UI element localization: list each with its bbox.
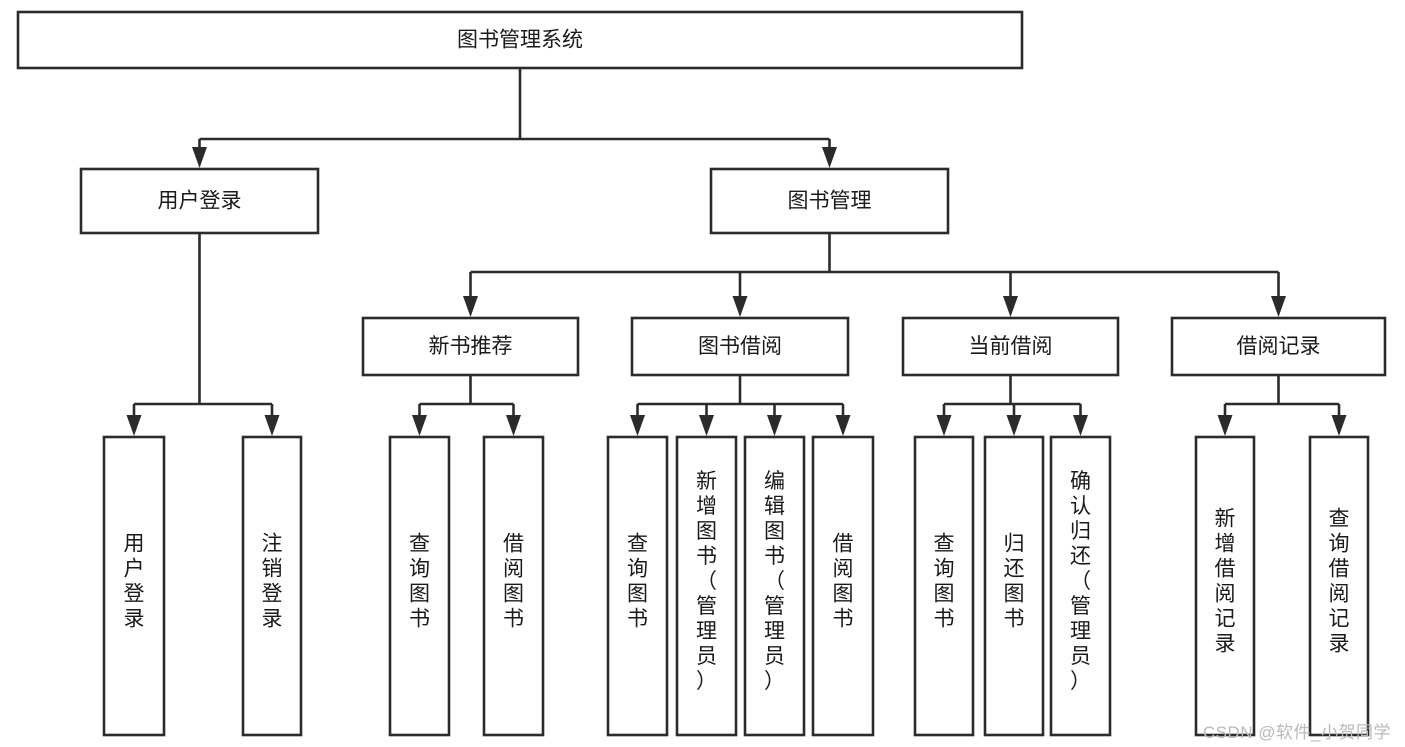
arrow-head-icon: [1217, 415, 1233, 436]
edges-layer: [126, 68, 1347, 436]
node-label: 图书管理系统: [457, 29, 583, 52]
arrow-head-icon: [732, 296, 748, 317]
node-box[interactable]: [675, 435, 738, 737]
node-leaf-query-book-borrow[interactable]: 查询图书: [606, 435, 669, 737]
node-label: 用户登录: [124, 533, 145, 631]
node-leaf-query-record[interactable]: 查询借阅记录: [1308, 435, 1370, 737]
node-label: 借阅记录: [1237, 335, 1321, 358]
node-box[interactable]: [913, 435, 975, 737]
node-label: 新增借阅记录: [1215, 508, 1236, 656]
node-book-borrow[interactable]: 图书借阅: [630, 316, 850, 377]
node-box[interactable]: [388, 435, 451, 737]
node-box[interactable]: [709, 167, 950, 235]
node-leaf-confirm-return[interactable]: 确认归还（管理员）: [1049, 435, 1112, 737]
node-box[interactable]: [79, 167, 320, 235]
node-label: 借阅图书: [833, 533, 854, 631]
node-box[interactable]: [811, 435, 875, 737]
node-box[interactable]: [743, 435, 806, 737]
node-label: 归还图书: [1004, 533, 1025, 631]
node-leaf-borrow-book[interactable]: 借阅图书: [811, 435, 875, 737]
node-box[interactable]: [1049, 435, 1112, 737]
node-label: 借阅图书: [503, 533, 524, 631]
node-leaf-query-book-recommend[interactable]: 查询图书: [388, 435, 451, 737]
node-label: 确认归还（管理员）: [1070, 470, 1091, 693]
arrow-head-icon: [1006, 415, 1022, 436]
node-label: 查询图书: [409, 533, 430, 631]
node-leaf-user-login[interactable]: 用户登录: [102, 435, 166, 737]
node-leaf-return-book[interactable]: 归还图书: [983, 435, 1045, 737]
node-label: 图书管理: [788, 190, 872, 213]
arrow-head-icon: [126, 415, 142, 436]
node-label: 注销登录: [262, 533, 283, 631]
node-current-borrow[interactable]: 当前借阅: [901, 316, 1120, 377]
node-box[interactable]: [361, 316, 580, 377]
node-label: 查询借阅记录: [1329, 508, 1350, 656]
arrow-head-icon: [506, 415, 521, 436]
edge-group-user-login: [126, 233, 280, 436]
node-leaf-edit-book[interactable]: 编辑图书（管理员）: [743, 435, 806, 737]
edge-group-new-book-recommend: [412, 375, 521, 436]
node-label: 新增图书（管理员）: [696, 470, 717, 693]
node-box[interactable]: [1170, 316, 1387, 377]
arrow-head-icon: [1073, 415, 1088, 436]
node-box[interactable]: [241, 435, 303, 737]
node-label: 编辑图书（管理员）: [764, 470, 785, 693]
node-label: 查询图书: [934, 533, 955, 631]
node-box[interactable]: [102, 435, 166, 737]
node-book-manage[interactable]: 图书管理: [709, 167, 950, 235]
watermark-text: CSDN @软件_小贺同学: [1202, 723, 1391, 742]
node-box[interactable]: [606, 435, 669, 737]
node-label: 当前借阅: [969, 335, 1053, 358]
nodes-layer: 图书管理系统用户登录图书管理新书推荐图书借阅当前借阅借阅记录用户登录注销登录查询…: [16, 10, 1387, 737]
node-new-book-recommend[interactable]: 新书推荐: [361, 316, 580, 377]
arrow-head-icon: [835, 415, 851, 436]
arrow-head-icon: [463, 296, 478, 317]
node-root[interactable]: 图书管理系统: [16, 10, 1024, 70]
node-leaf-add-book[interactable]: 新增图书（管理员）: [675, 435, 738, 737]
node-leaf-logout[interactable]: 注销登录: [241, 435, 303, 737]
node-label: 图书借阅: [698, 335, 782, 358]
node-borrow-record[interactable]: 借阅记录: [1170, 316, 1387, 377]
edge-group-borrow-record: [1217, 375, 1347, 436]
arrow-head-icon: [1003, 296, 1018, 317]
arrow-head-icon: [936, 415, 952, 436]
edge-group-current-borrow: [936, 375, 1088, 436]
node-label: 查询图书: [627, 533, 648, 631]
arrow-head-icon: [699, 415, 714, 436]
arrow-head-icon: [630, 415, 645, 436]
arrow-head-icon: [822, 147, 837, 168]
node-box[interactable]: [16, 10, 1024, 70]
arrow-head-icon: [264, 415, 280, 436]
node-leaf-query-book-current[interactable]: 查询图书: [913, 435, 975, 737]
edge-group-book-manage: [463, 233, 1286, 317]
node-label: 用户登录: [158, 190, 242, 213]
node-label: 新书推荐: [429, 335, 513, 358]
edge-group-root: [192, 68, 837, 168]
node-box[interactable]: [901, 316, 1120, 377]
node-user-login[interactable]: 用户登录: [79, 167, 320, 235]
node-box[interactable]: [1308, 435, 1370, 737]
arrow-head-icon: [192, 147, 207, 168]
node-box[interactable]: [630, 316, 850, 377]
arrow-head-icon: [1271, 296, 1286, 317]
node-box[interactable]: [482, 435, 545, 737]
node-leaf-borrow-book-recommend[interactable]: 借阅图书: [482, 435, 545, 737]
node-box[interactable]: [983, 435, 1045, 737]
arrow-head-icon: [412, 415, 427, 436]
arrow-head-icon: [767, 415, 782, 436]
node-leaf-add-record[interactable]: 新增借阅记录: [1194, 435, 1256, 737]
edge-group-book-borrow: [630, 375, 851, 436]
arrow-head-icon: [1331, 415, 1347, 436]
node-box[interactable]: [1194, 435, 1256, 737]
